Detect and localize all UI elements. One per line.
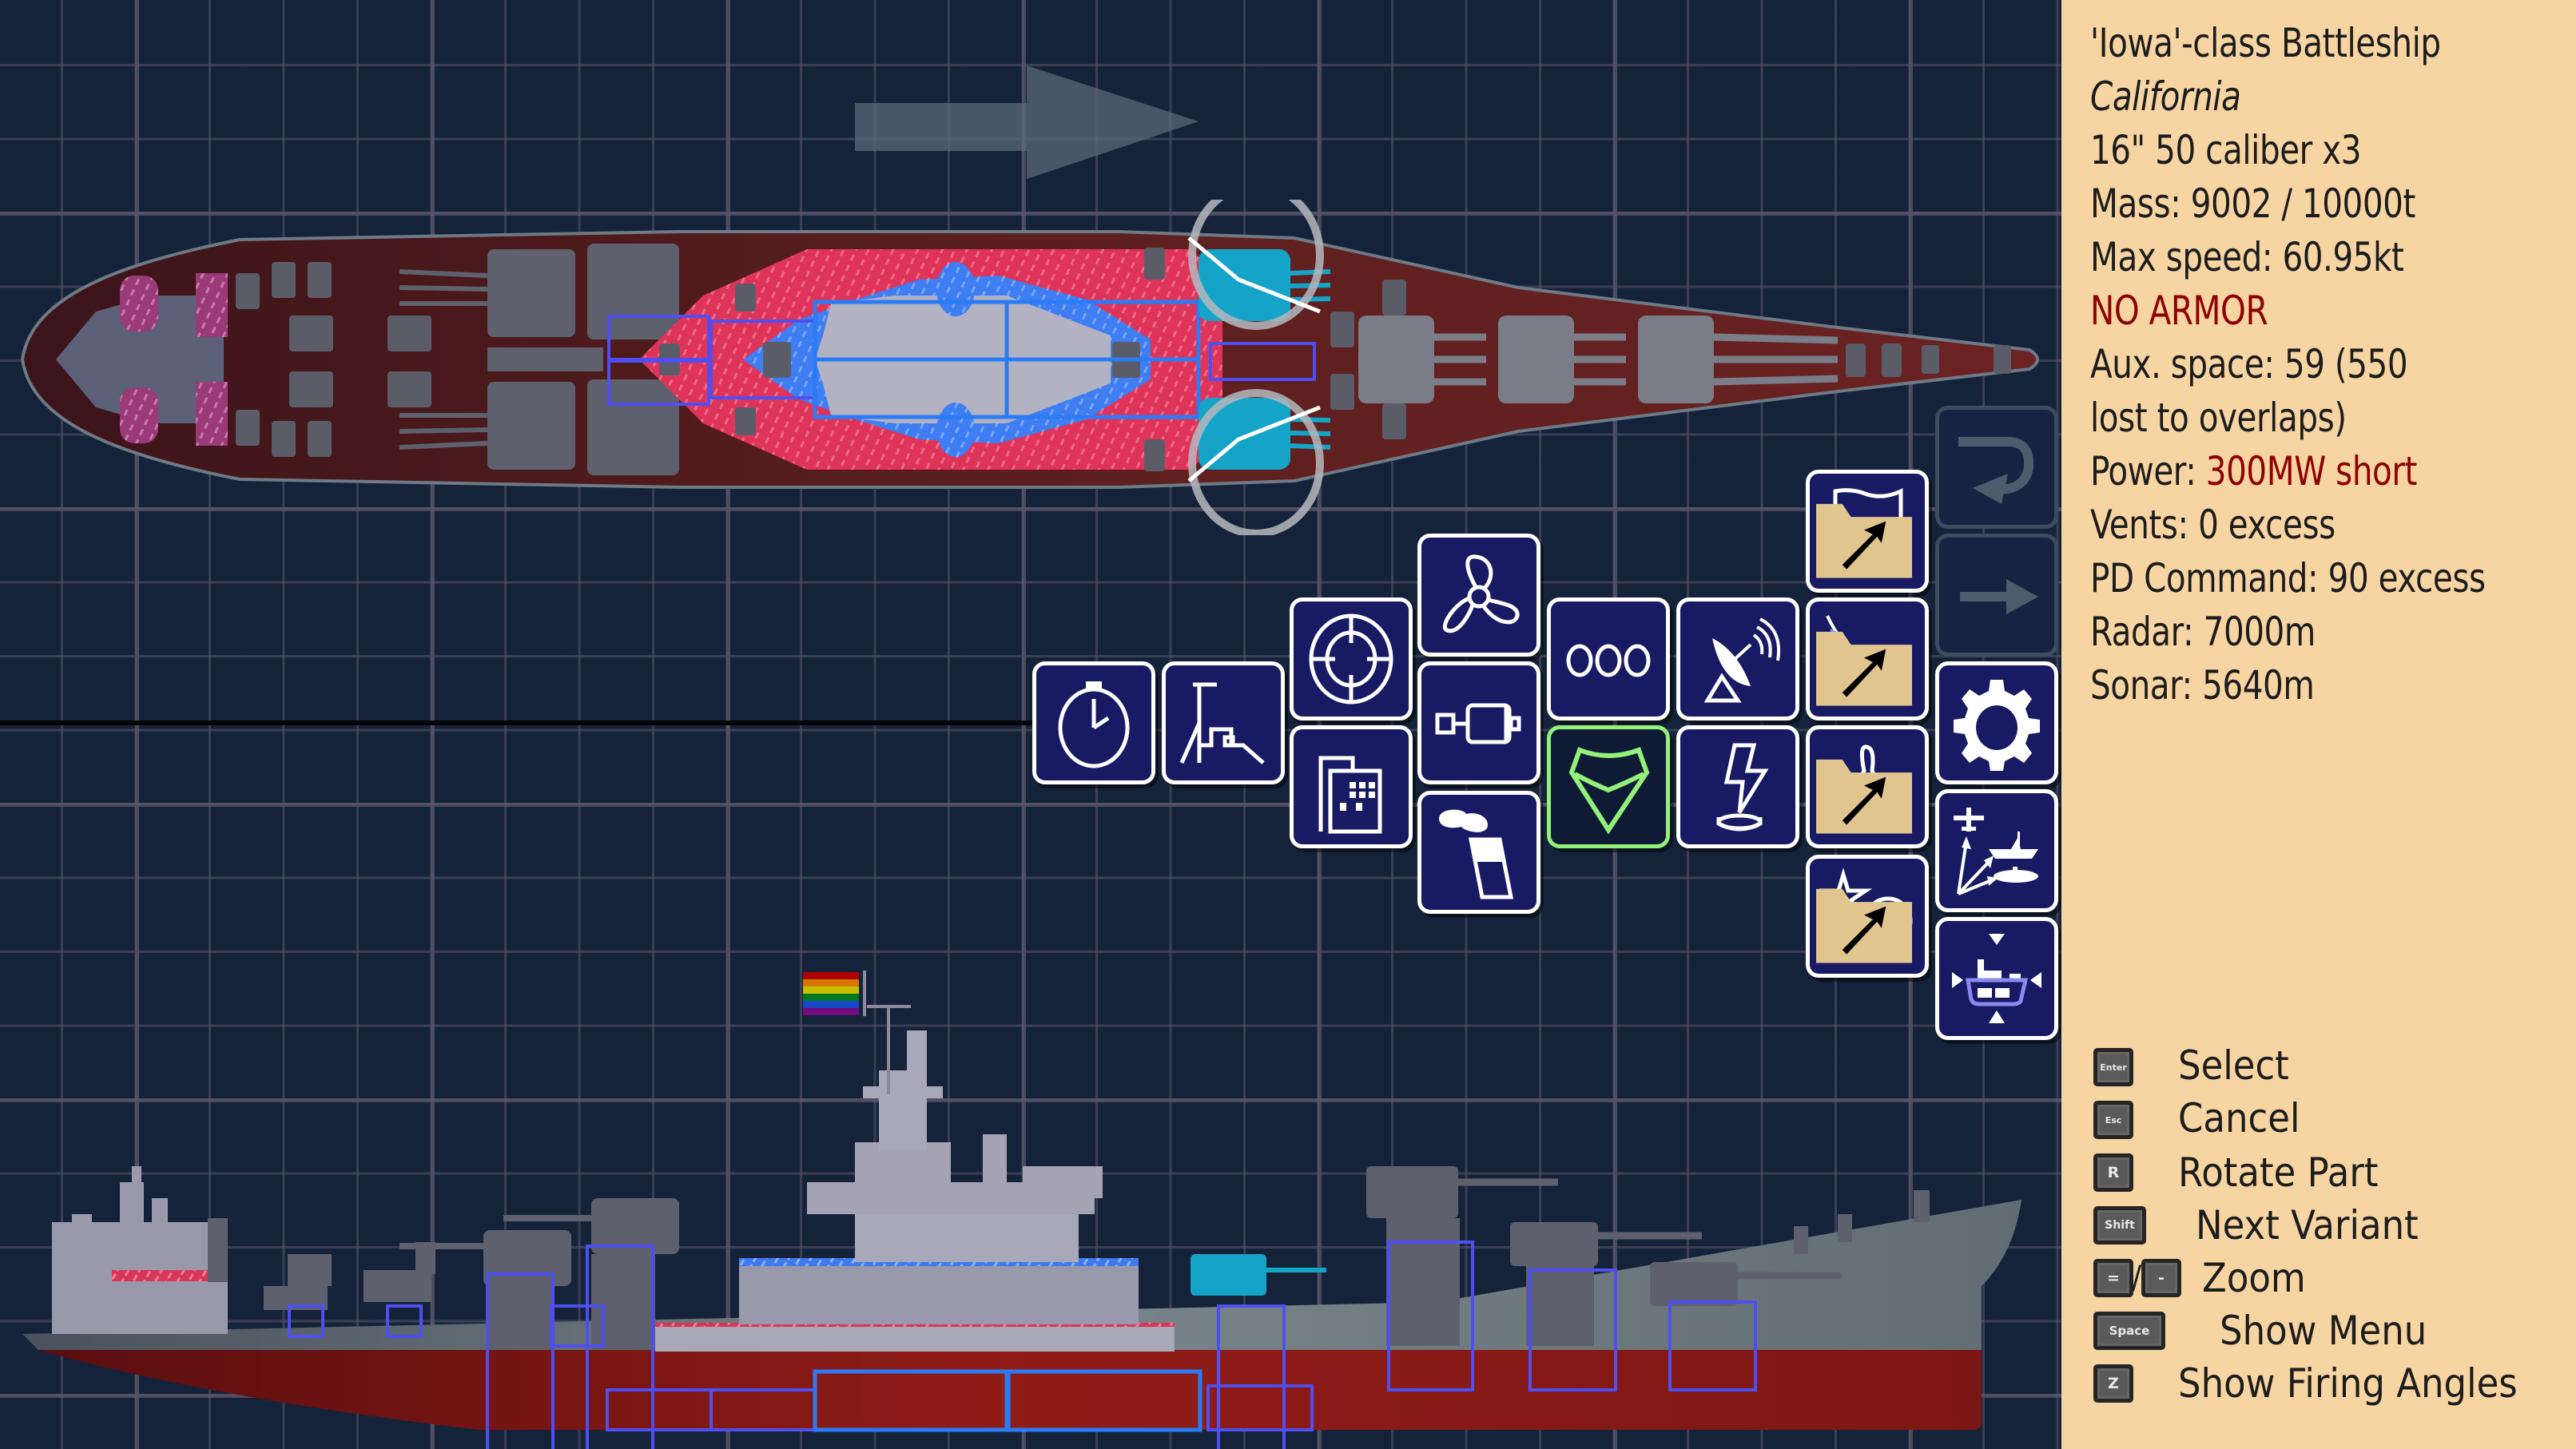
hull-resize-icon	[1952, 934, 2041, 1023]
aux-space-stat-cont: lost to overlaps)	[2090, 395, 2347, 441]
subfolder-icon	[1816, 888, 1912, 963]
subfolder-icon	[1816, 759, 1912, 834]
crane-icon	[1179, 682, 1265, 764]
vents-stat: Vents: 0 excess	[2090, 502, 2335, 548]
key-separator: /	[2132, 1260, 2142, 1296]
ship-name: California	[2090, 73, 2241, 120]
tile-flags[interactable]	[1806, 470, 1929, 593]
tile-timing[interactable]	[1032, 661, 1155, 784]
tile-decorations[interactable]	[1806, 597, 1929, 721]
tile-power[interactable]	[1676, 725, 1799, 848]
ship-class: 'Iowa'-class Battleship	[2090, 20, 2441, 66]
pride-flag	[803, 972, 859, 1015]
crosshair-icon	[1309, 613, 1393, 705]
tile-fire-control[interactable]	[1290, 597, 1413, 721]
tile-shapes[interactable]	[1806, 855, 1929, 978]
ship-side-view[interactable]	[0, 951, 2061, 1449]
tile-buildings[interactable]	[1290, 725, 1413, 848]
power-generator-icon	[1716, 743, 1769, 832]
key-shift: Shift	[2093, 1206, 2146, 1245]
tile-engines[interactable]	[1417, 661, 1540, 784]
motor-icon	[1435, 703, 1521, 744]
settings-button[interactable]	[1935, 661, 2058, 784]
key-z: Z	[2093, 1364, 2133, 1403]
air-surface-sub-targets-icon	[1954, 808, 2038, 895]
main-armament: 16" 50 caliber x3	[2090, 127, 2362, 173]
armor-warning: NO ARMOR	[2090, 288, 2268, 334]
pd-command-stat: PD Command: 90 excess	[2090, 555, 2486, 601]
power-stat: Power: 300MW short	[2090, 449, 2417, 494]
tile-propulsion[interactable]	[1417, 534, 1540, 657]
max-speed-stat: Max speed: 60.95kt	[2090, 234, 2404, 280]
control-rotate-label: Rotate Part	[2178, 1149, 2379, 1196]
subfolder-icon	[1816, 503, 1912, 578]
key-enter: Enter	[2093, 1048, 2133, 1086]
tile-weapons-targeting[interactable]	[1935, 789, 2058, 912]
sonar-stat: Sonar: 5640m	[2090, 662, 2315, 709]
ellipsis-icon	[1566, 644, 1651, 677]
stopwatch-icon	[1058, 681, 1130, 768]
tile-funnels[interactable]	[1417, 791, 1540, 914]
key-r: R	[2093, 1153, 2133, 1192]
arrow-right-icon	[1960, 579, 2038, 614]
design-canvas[interactable]	[0, 0, 2061, 1449]
gear-icon	[1954, 680, 2040, 771]
power-label: Power:	[2090, 448, 2206, 494]
smokestack-icon	[1439, 809, 1514, 899]
tile-armor[interactable]	[1547, 725, 1670, 848]
tile-misc[interactable]	[1547, 597, 1670, 721]
control-select-label: Select	[2178, 1042, 2289, 1089]
aux-space-stat: Aux. space: 59 (550	[2090, 341, 2408, 387]
forward-button[interactable]	[1935, 534, 2058, 657]
control-zoom-label: Zoom	[2202, 1255, 2306, 1301]
building-icon	[1318, 756, 1382, 834]
propeller-icon	[1442, 554, 1520, 633]
key-equals: =	[2093, 1259, 2133, 1297]
key-esc: Esc	[2093, 1101, 2133, 1139]
radar-stat: Radar: 7000m	[2090, 609, 2316, 655]
ship-info-panel: 'Iowa'-class Battleship California 16" 5…	[2061, 0, 2576, 1449]
center-guide-line	[0, 721, 1032, 725]
control-show-menu-label: Show Menu	[2220, 1308, 2427, 1354]
power-shortfall: 300MW short	[2205, 448, 2418, 494]
tile-sensors[interactable]	[1676, 597, 1799, 721]
key-space: Space	[2093, 1312, 2165, 1350]
bow-direction-arrow-icon	[855, 66, 1207, 185]
ship-top-view[interactable]	[0, 200, 2061, 535]
return-arrow-icon	[1958, 437, 2034, 504]
tile-cranes[interactable]	[1162, 661, 1285, 784]
redo-button[interactable]	[1935, 406, 2058, 529]
tile-hull[interactable]	[1935, 917, 2058, 1040]
control-cancel-label: Cancel	[2178, 1095, 2300, 1141]
tile-paint[interactable]	[1806, 725, 1929, 848]
control-next-variant-label: Next Variant	[2196, 1202, 2419, 1249]
key-minus: -	[2141, 1259, 2181, 1297]
mass-stat: Mass: 9002 / 10000t	[2090, 181, 2415, 227]
subfolder-icon	[1816, 631, 1912, 706]
radar-dish-icon	[1703, 617, 1780, 703]
control-firing-angles-label: Show Firing Angles	[2178, 1360, 2518, 1407]
armor-shield-icon	[1568, 747, 1650, 835]
